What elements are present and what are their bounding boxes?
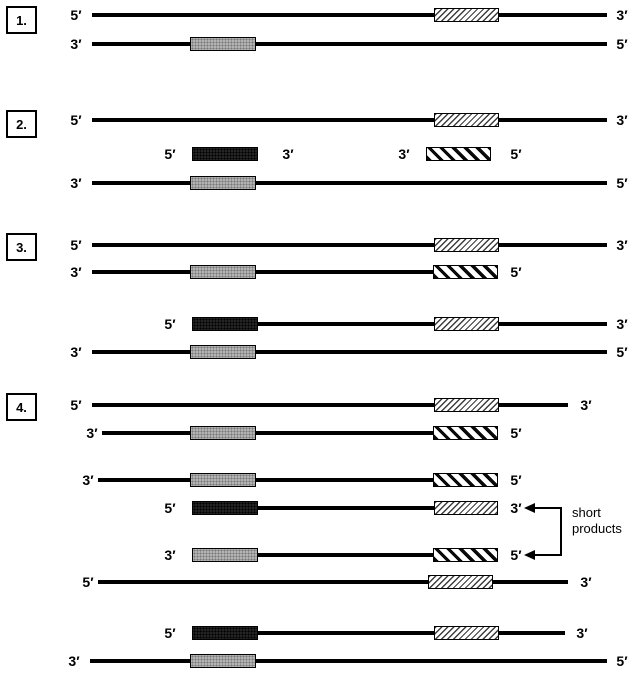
primer1-dark-box	[192, 626, 258, 640]
dna-strand-line	[92, 243, 607, 247]
primer1-dark-box	[192, 317, 258, 331]
strand-end-label: 5′	[616, 653, 628, 669]
primer2-site-hatched-box	[434, 8, 499, 22]
primer2-site-hatched-box	[434, 113, 499, 127]
dna-strand-line	[200, 506, 498, 510]
step-2-number-box: 2.	[6, 110, 37, 138]
dna-strand-line	[92, 181, 607, 185]
step-3-number-box: 3.	[6, 233, 37, 261]
primer2-site-hatched-box	[434, 501, 498, 515]
primer1-dark-box	[192, 147, 258, 161]
strand-end-label: 5′	[70, 237, 82, 253]
strand-end-label: 5′	[164, 500, 176, 516]
step-4-number: 4.	[16, 399, 27, 415]
dna-strand-line	[200, 631, 565, 635]
dna-strand-line	[92, 42, 607, 46]
dna-strand-line	[200, 553, 498, 557]
strand-end-label: 5′	[70, 7, 82, 23]
dna-strand-line	[92, 118, 607, 122]
strand-end-label: 5′	[616, 36, 628, 52]
primer1-site-gray-box	[190, 37, 256, 51]
dna-strand-line	[200, 322, 607, 326]
dna-strand-line	[102, 431, 498, 435]
step-4-number-box: 4.	[6, 393, 37, 421]
dna-strand-line	[92, 270, 498, 274]
strand-end-label: 3′	[580, 574, 592, 590]
strand-end-label: 3′	[82, 472, 94, 488]
dna-strand-line	[98, 580, 568, 584]
primer1-site-gray-box	[190, 426, 256, 440]
primer2-striped-box	[433, 473, 498, 487]
dna-strand-line	[92, 403, 568, 407]
primer2-site-hatched-box	[434, 238, 499, 252]
primer2-site-hatched-box	[428, 575, 493, 589]
strand-end-label: 3′	[510, 500, 522, 516]
primer1-site-gray-box	[190, 265, 256, 279]
dna-strand-line	[90, 659, 607, 663]
strand-end-label: 3′	[616, 7, 628, 23]
step-2-number: 2.	[16, 116, 27, 132]
dna-strand-line	[92, 350, 607, 354]
arrow-line	[535, 507, 562, 509]
short-product-arrow-icon	[524, 503, 535, 513]
strand-end-label: 3′	[70, 175, 82, 191]
strand-end-label: 5′	[510, 547, 522, 563]
primer1-site-gray-box	[190, 654, 256, 668]
primer2-site-hatched-box	[434, 398, 499, 412]
strand-end-label: 5′	[510, 472, 522, 488]
step-1-number: 1.	[16, 12, 27, 28]
primer1-site-gray-box	[190, 345, 256, 359]
dna-strand-line	[92, 13, 607, 17]
primer1-site-gray-box	[190, 176, 256, 190]
primer2-striped-box	[426, 147, 491, 161]
arrow-line	[535, 554, 562, 556]
strand-end-label: 5′	[164, 316, 176, 332]
strand-end-label: 3′	[70, 36, 82, 52]
strand-end-label: 5′	[510, 264, 522, 280]
strand-end-label: 5′	[70, 112, 82, 128]
primer2-end-label: 3′	[398, 146, 410, 162]
strand-end-label: 5′	[82, 574, 94, 590]
primer1-end-label: 5′	[164, 146, 176, 162]
primer2-site-hatched-box	[434, 317, 499, 331]
strand-end-label: 5′	[616, 344, 628, 360]
strand-end-label: 3′	[70, 264, 82, 280]
strand-end-label: 3′	[164, 547, 176, 563]
short-products-label: short products	[572, 505, 622, 537]
short-product-arrow-icon	[524, 550, 535, 560]
step-3-number: 3.	[16, 239, 27, 255]
primer1-dark-box	[192, 501, 258, 515]
arrow-bracket-line	[560, 507, 562, 556]
strand-end-label: 5′	[70, 397, 82, 413]
primer2-end-label: 5′	[510, 146, 522, 162]
strand-end-label: 3′	[616, 316, 628, 332]
primer1-site-gray-box	[192, 548, 258, 562]
primer2-striped-box	[433, 426, 498, 440]
primer1-site-gray-box	[190, 473, 256, 487]
strand-end-label: 3′	[580, 397, 592, 413]
primer1-end-label: 3′	[282, 146, 294, 162]
primer2-site-hatched-box	[434, 626, 499, 640]
strand-end-label: 3′	[616, 237, 628, 253]
strand-end-label: 3′	[576, 625, 588, 641]
step-1-number-box: 1.	[6, 6, 37, 34]
strand-end-label: 3′	[86, 425, 98, 441]
dna-strand-line	[98, 478, 498, 482]
strand-end-label: 3′	[70, 344, 82, 360]
strand-end-label: 3′	[68, 653, 80, 669]
primer2-striped-box	[433, 548, 498, 562]
short-products-label-line1: short	[572, 505, 601, 520]
short-products-label-line2: products	[572, 521, 622, 536]
strand-end-label: 3′	[616, 112, 628, 128]
strand-end-label: 5′	[510, 425, 522, 441]
strand-end-label: 5′	[616, 175, 628, 191]
primer2-striped-box	[433, 265, 498, 279]
strand-end-label: 5′	[164, 625, 176, 641]
